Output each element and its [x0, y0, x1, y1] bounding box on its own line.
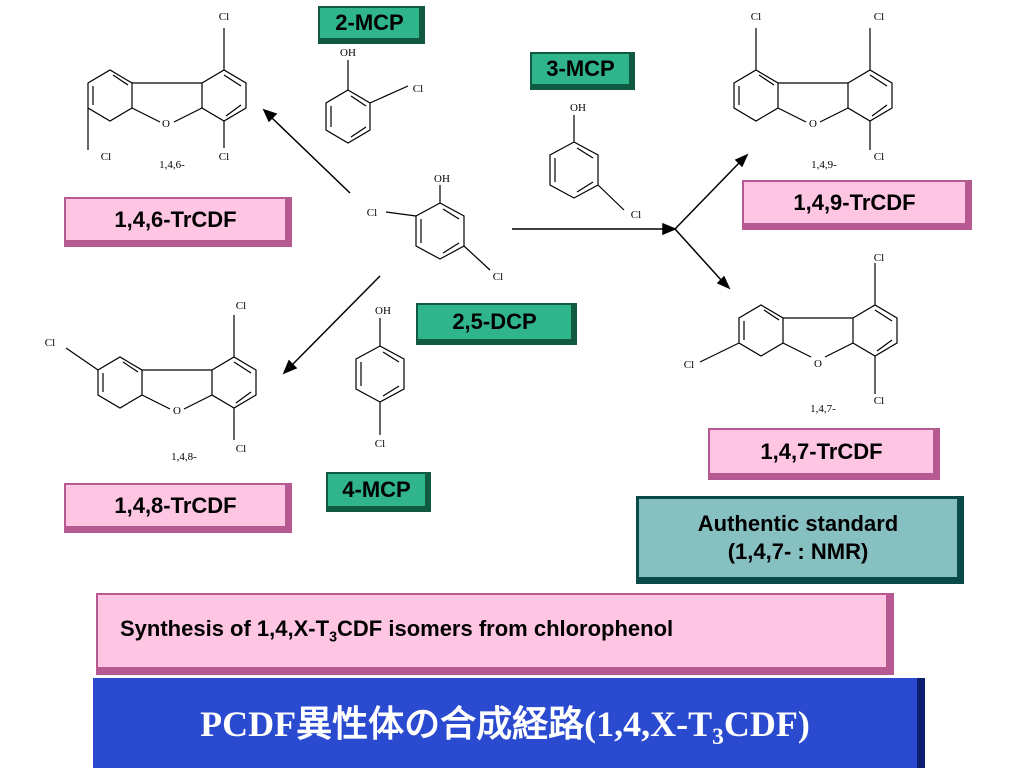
atom-labels: Cl O Cl Cl Cl Cl O Cl Cl Cl O Cl Cl Cl O… — [45, 11, 884, 455]
structure-3-mcp — [549, 115, 625, 211]
cl-label: Cl — [493, 271, 503, 283]
o-label: O — [173, 405, 181, 417]
oh-label: OH — [570, 102, 586, 114]
position-label-146: 1,4,6- — [159, 159, 185, 171]
structure-2-5-dcp — [385, 185, 491, 271]
o-label: O — [162, 118, 170, 130]
position-label-148: 1,4,8- — [171, 451, 197, 463]
position-label-149: 1,4,9- — [811, 159, 837, 171]
cl-label: Cl — [101, 151, 111, 163]
arrow-to-split — [512, 153, 749, 290]
reaction-scheme: Cl O Cl Cl Cl Cl O Cl Cl Cl O Cl Cl Cl O… — [45, 11, 898, 463]
cl-label: Cl — [684, 359, 694, 371]
structure-4-mcp — [355, 318, 405, 435]
structure-2-mcp — [325, 60, 409, 144]
label-146-trcdf: 1,4,6-TrCDF — [64, 197, 292, 247]
cl-label: Cl — [631, 209, 641, 221]
standard-line-1: Authentic standard — [697, 511, 899, 536]
cl-label: Cl — [751, 11, 761, 23]
cl-label: Cl — [874, 11, 884, 23]
cl-label: Cl — [413, 83, 423, 95]
arrow-to-148-trcdf — [282, 275, 381, 375]
authentic-standard-box: Authentic standard (1,4,7- : NMR) — [636, 496, 964, 584]
label-3-mcp: 3-MCP — [530, 52, 635, 90]
cl-label: Cl — [874, 252, 884, 264]
cl-label: Cl — [219, 151, 229, 163]
label-149-trcdf: 1,4,9-TrCDF — [742, 180, 972, 230]
position-label-147: 1,4,7- — [810, 403, 836, 415]
arrow-to-146-trcdf — [262, 108, 351, 194]
label-2-mcp: 2-MCP — [318, 6, 425, 44]
page-title: PCDF異性体の合成経路(1,4,X-T3CDF) — [93, 678, 925, 768]
o-label: O — [814, 358, 822, 370]
cl-label: Cl — [219, 11, 229, 23]
oh-label: OH — [340, 47, 356, 59]
label-148-trcdf: 1,4,8-TrCDF — [64, 483, 292, 533]
oh-label: OH — [434, 173, 450, 185]
oh-label: OH — [375, 305, 391, 317]
cl-label: Cl — [45, 337, 55, 349]
standard-line-2: (1,4,7- : NMR) — [727, 539, 869, 564]
label-4-mcp: 4-MCP — [326, 472, 431, 512]
cl-label: Cl — [874, 151, 884, 163]
cl-label: Cl — [874, 395, 884, 407]
structure-149-trcdf — [733, 28, 893, 150]
synthesis-banner: Synthesis of 1,4,X-T3CDF isomers from ch… — [96, 593, 894, 675]
label-2-5-dcp: 2,5-DCP — [416, 303, 577, 345]
title-text: PCDF異性体の合成経路(1,4,X-T3CDF) — [200, 703, 810, 751]
label-147-trcdf: 1,4,7-TrCDF — [708, 428, 940, 480]
cl-label: Cl — [236, 300, 246, 312]
structure-146-trcdf — [87, 28, 247, 150]
cl-label: Cl — [236, 443, 246, 455]
cl-label: Cl — [375, 438, 385, 450]
cl-label: Cl — [367, 207, 377, 219]
structure-148-trcdf — [65, 315, 257, 440]
o-label: O — [809, 118, 817, 130]
banner-text: Synthesis of 1,4,X-T3CDF isomers from ch… — [120, 616, 674, 646]
structure-147-trcdf — [699, 263, 898, 394]
